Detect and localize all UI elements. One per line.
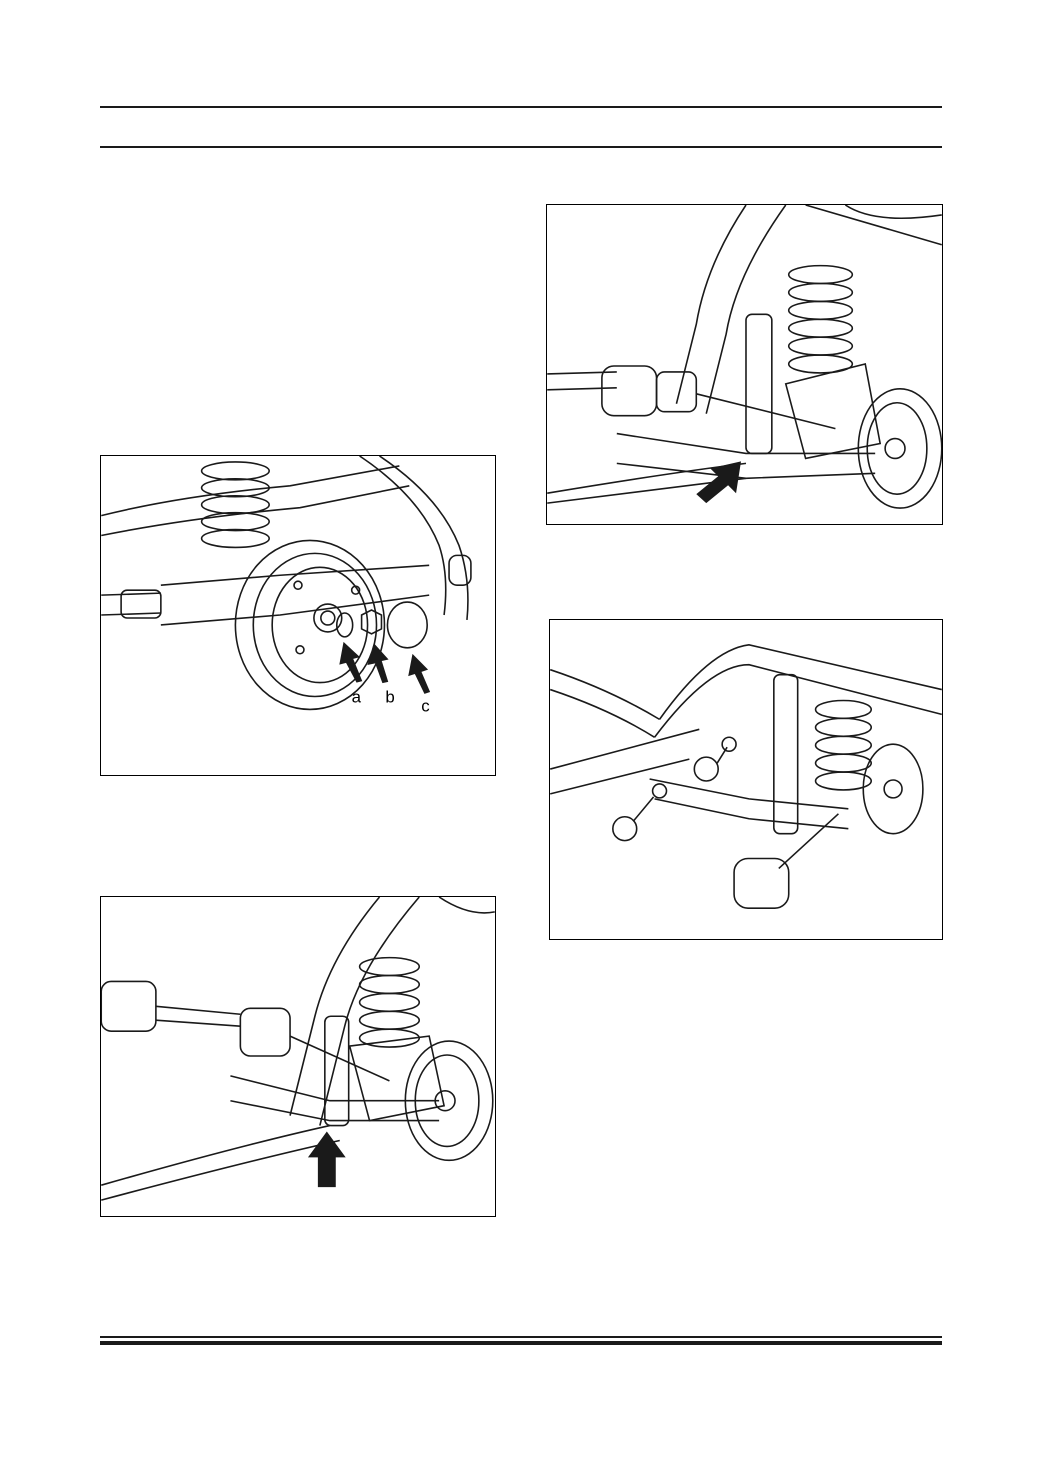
brake-backplate (404, 1040, 494, 1162)
coil-spring (787, 264, 854, 374)
figure-hub-parts: a b c (100, 455, 496, 776)
figure-lower-arm-bolts (549, 619, 943, 940)
callout-arrow-b (367, 643, 389, 684)
pointer-arrow (307, 1131, 346, 1188)
arm-bolt-front (651, 783, 668, 799)
hub-nut (360, 609, 383, 635)
washer (335, 612, 354, 638)
callout-circle-1 (693, 756, 719, 782)
footer-rule-thick (100, 1341, 942, 1345)
arm-bolt-rear (721, 736, 737, 752)
track-rod-illustration (547, 205, 942, 509)
figure-track-rod-mount (546, 204, 943, 525)
lower-arm-rear-illustration (101, 897, 495, 1201)
callout-circle-2 (612, 815, 638, 842)
coil-spring (814, 699, 873, 791)
hub-parts-illustration: a b c (101, 456, 472, 715)
footer-rule-thin (100, 1336, 942, 1338)
coil-spring (358, 956, 421, 1048)
callout-label-c: c (421, 696, 429, 715)
brake-backplate (857, 388, 942, 509)
figure-lower-arm-rear (100, 896, 496, 1217)
callout-label-b: b (385, 687, 394, 706)
header-rule-top (100, 106, 942, 108)
callout-label-a: a (352, 687, 362, 706)
lower-arm-bolts-illustration (550, 644, 942, 909)
dust-cap (386, 601, 428, 649)
brake-backplate (862, 743, 924, 835)
pointer-arrow (696, 461, 742, 504)
callout-arrow-c (408, 653, 431, 694)
header-rule-bottom (100, 146, 942, 148)
coil-spring (200, 461, 270, 549)
callout-arrow-a (339, 641, 363, 683)
